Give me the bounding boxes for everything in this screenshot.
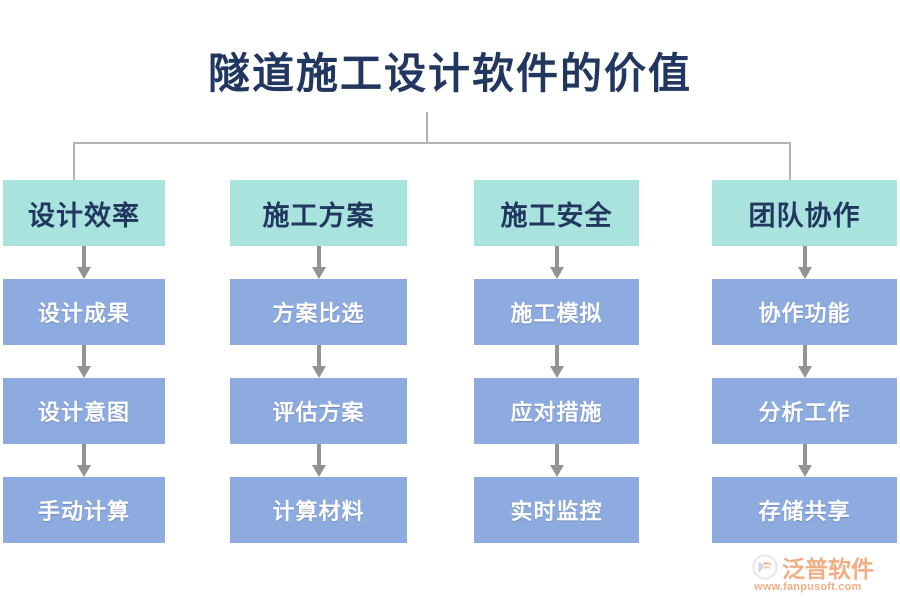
arrow-down-icon <box>230 444 407 477</box>
node-box[interactable]: 施工模拟 <box>474 279 639 345</box>
node-box[interactable]: 存储共享 <box>712 477 897 543</box>
node-box[interactable]: 分析工作 <box>712 378 897 444</box>
arrow-down-icon <box>474 345 639 378</box>
logo-brand-text: 泛普软件 <box>782 556 874 582</box>
fanpu-swoosh-icon <box>752 554 778 580</box>
column-header-construction-plan[interactable]: 施工方案 <box>230 180 407 246</box>
flow-column-1: 设计效率 设计成果 设计意图 手动计算 <box>3 180 165 543</box>
connector-horizontal-bar <box>73 142 791 144</box>
arrow-down-icon <box>474 444 639 477</box>
node-box[interactable]: 手动计算 <box>3 477 165 543</box>
arrow-down-icon <box>474 246 639 279</box>
node-box[interactable]: 应对措施 <box>474 378 639 444</box>
node-box[interactable]: 协作功能 <box>712 279 897 345</box>
connector-drop-left <box>73 142 75 180</box>
node-box[interactable]: 设计成果 <box>3 279 165 345</box>
column-header-construction-safety[interactable]: 施工安全 <box>474 180 639 246</box>
node-box[interactable]: 设计意图 <box>3 378 165 444</box>
arrow-down-icon <box>3 444 165 477</box>
arrow-down-icon <box>230 246 407 279</box>
page-title: 隧道施工设计软件的价值 <box>207 52 692 98</box>
node-box[interactable]: 计算材料 <box>230 477 407 543</box>
flow-column-2: 施工方案 方案比选 评估方案 计算材料 <box>230 180 407 543</box>
flow-column-3: 施工安全 施工模拟 应对措施 实时监控 <box>474 180 639 543</box>
arrow-down-icon <box>712 246 897 279</box>
column-header-team-collaboration[interactable]: 团队协作 <box>712 180 897 246</box>
arrow-down-icon <box>712 345 897 378</box>
node-box[interactable]: 实时监控 <box>474 477 639 543</box>
arrow-down-icon <box>230 345 407 378</box>
connector-stem <box>426 112 428 144</box>
arrow-down-icon <box>712 444 897 477</box>
connector-drop-right <box>789 142 791 180</box>
arrow-down-icon <box>3 345 165 378</box>
logo-url-text: www.fanpusoft.com <box>754 580 862 593</box>
arrow-down-icon <box>3 246 165 279</box>
logo-brand-row: 泛普软件 <box>752 554 892 582</box>
watermark-logo: 泛普软件 www.fanpusoft.com <box>752 551 892 595</box>
column-header-design-efficiency[interactable]: 设计效率 <box>3 180 165 246</box>
flow-column-4: 团队协作 协作功能 分析工作 存储共享 <box>712 180 897 543</box>
node-box[interactable]: 方案比选 <box>230 279 407 345</box>
node-box[interactable]: 评估方案 <box>230 378 407 444</box>
